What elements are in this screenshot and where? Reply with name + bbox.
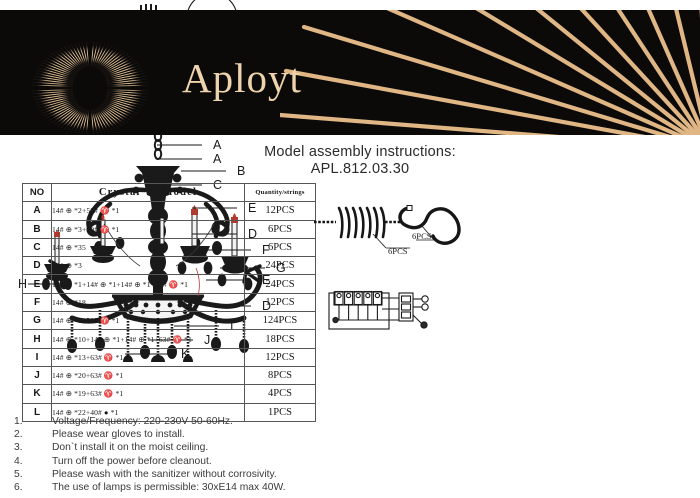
note-number: 6. [14,482,23,494]
terminal-block-wiring-diagram [328,290,429,330]
note-item: 6. The use of lamps is permissible: 30xE1… [10,481,410,494]
row-model: 14# ⊕ *22+40# ● *1 [51,402,245,422]
row-model: 14# ⊕ *1+50# ♈ *1 [51,311,245,331]
row-model: 14# ⊕ *18 [51,292,245,313]
row-quantity: 12PCS [244,347,316,367]
spring-label-left: 6PCS [388,246,408,256]
row-model: 14# ⊕ *10+14# ⊕ *1+14# ⊕ *1+63# ♈ *1 [51,329,245,349]
row-quantity: 1PCS [244,402,316,422]
note-number: 1. [14,416,23,427]
callout-label: B [237,164,245,178]
row-no: G [22,311,52,331]
row-no: C [22,237,52,258]
note-item: 1. Voltage/Frequency: 220-230V 50-60Hz. [10,415,410,428]
note-text: Please wash with the sanitizer without c… [52,468,277,480]
note-number: 5. [14,468,23,480]
title-line-1: Model assembly instructions: [264,144,456,160]
spring-label-right: 6PCS [412,231,432,241]
header-quantity: Quantity/strings [244,182,316,203]
row-quantity: 12PCS [244,201,316,221]
spring-and-hook-diagram: 6PCS 6PCS [314,205,461,256]
note-text: Voltage/Frequency: 220-230V 50-60Hz. [52,416,233,427]
row-quantity: 8PCS [244,365,316,386]
header-model: Model [162,187,198,199]
header-crystal: Crystal [98,187,141,199]
row-no: D [22,256,52,276]
row-no: A [22,201,52,221]
row-quantity: 12PCS [244,292,316,313]
row-no: I [22,347,52,367]
row-no: J [22,365,52,386]
row-no: H [22,329,52,349]
sunburst-rays-decoration [280,10,700,135]
row-model: 14# ⊕ *35 [51,237,245,258]
header-no: NO [22,182,52,203]
row-quantity: 24PCS [244,274,316,294]
title-line-2: APL.812.03.30 [310,161,410,177]
row-quantity: 4PCS [244,384,316,404]
brand-wordmark: Aployt [182,55,302,101]
row-model: 14# ⊕ *1+14# ⊕ *1+14# ⊕ *1+63# ♈ *1 [51,274,245,294]
row-quantity: 124PCS [244,311,316,331]
row-quantity: 6PCS [244,219,316,239]
note-text: Please wear gloves to install. [52,429,185,441]
note-number: 3. [14,442,23,454]
row-no: E [22,274,52,294]
note-text: Don`t install it on the moist ceiling. [52,442,209,454]
note-item: 4. Turn off the power before cleanout. [10,455,410,468]
row-model: 14# ⊕ *3 [51,256,245,276]
row-model: 14# ⊕ *20+63# ♈ *1 [51,365,245,386]
row-model: 14# ⊕ *2+50# ♈ *1 [51,201,245,221]
row-model: 14# ⊕ *13+63# ♈ *1 [51,347,245,367]
row-quantity: 6PCS [244,237,316,258]
note-text: The use of lamps is permissible: 30xE14 … [52,482,286,494]
row-no: F [22,292,52,313]
note-item: 2. Please wear gloves to install. [10,428,410,441]
note-item: 3. Don`t install it on the moist ceiling. [10,441,410,454]
sunburst-logo-icon [32,42,148,134]
note-text: Turn off the power before cleanout. [52,455,212,467]
brand-banner: Aployt [0,10,700,135]
note-number: 2. [14,429,23,441]
callout-label: A [213,138,222,152]
row-quantity: 18PCS [244,329,316,349]
header-crystal-model: Crystal Model [51,182,245,203]
table-header-row: NO Crystal Model Quantity/strings [22,182,316,203]
row-no: L [22,402,52,422]
safety-notes-list: 1.Voltage/Frequency: 220-230V 50-60Hz.2.… [10,415,410,494]
row-quantity: 24PCS [244,256,316,276]
row-model: 14# ⊕ *3+50# ♈ *1 [51,219,245,239]
note-number: 4. [14,455,23,467]
note-item: 5. Please wash with the sanitizer without… [10,468,410,481]
row-no: B [22,219,52,239]
page-title: Model assembly instructions: APL.812.03.… [200,144,520,178]
row-no: K [22,384,52,404]
callout-label: A [213,152,222,166]
row-model: 14# ⊕ *19+63# ♈ *1 [51,384,245,404]
